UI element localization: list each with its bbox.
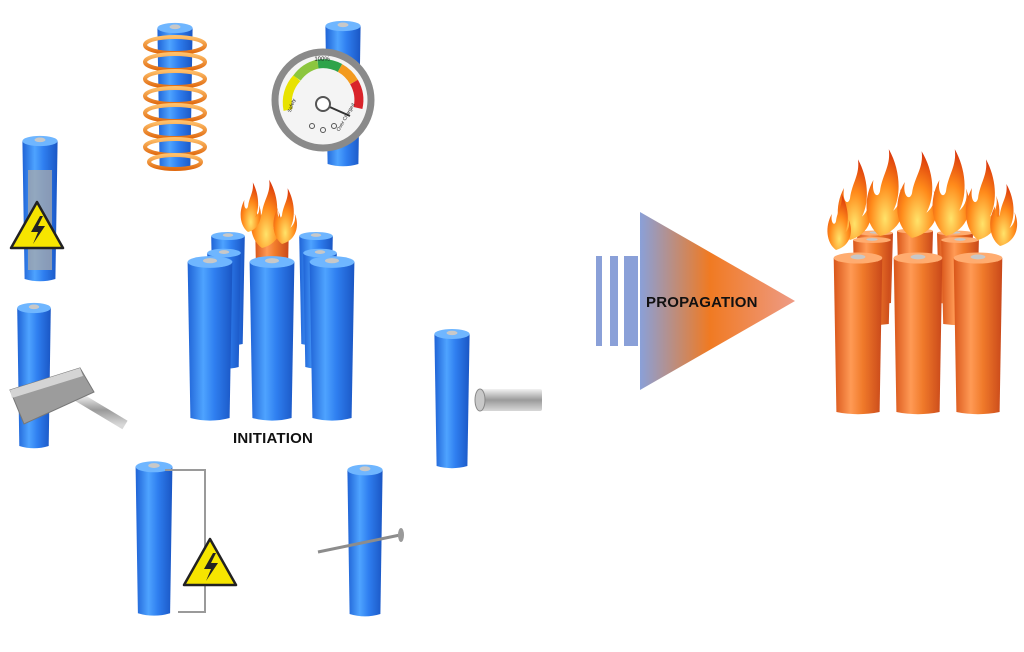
internal-short-cell (9, 135, 65, 282)
flame-icon (240, 179, 297, 248)
nail-icon (317, 528, 404, 554)
impact-cell (434, 329, 542, 469)
initiation-cluster (187, 179, 355, 421)
impactor-rod-icon (474, 388, 542, 412)
crush-cell (9, 302, 128, 449)
gauge-left-label: Safety (287, 98, 298, 114)
heating-cell (143, 22, 207, 171)
heater-coil-icon (143, 35, 207, 171)
overcharge-cell: 100% Safety Over Charged (271, 20, 375, 167)
initiation-label: INITIATION (233, 430, 314, 447)
penetration-cell (317, 464, 404, 617)
propagation-label: PROPAGATION (646, 294, 758, 311)
gauge-top-label: 100% (314, 57, 330, 63)
charge-gauge-icon: 100% Safety Over Charged (271, 48, 375, 152)
propagation-arrow (596, 212, 795, 390)
external-short-cell (135, 461, 238, 616)
crush-press-icon (9, 367, 128, 430)
propagated-cluster (827, 149, 1018, 415)
high-voltage-warning-icon (182, 537, 238, 587)
